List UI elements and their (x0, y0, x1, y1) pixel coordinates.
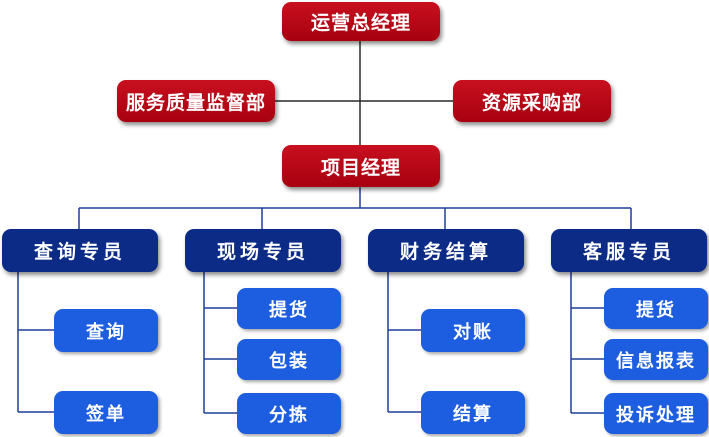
task-node: 投诉处理 (604, 393, 708, 434)
task-node: 分拣 (237, 393, 341, 434)
task-node: 查询 (54, 309, 158, 352)
task-node: 对账 (421, 309, 525, 352)
task-node: 提货 (237, 288, 341, 329)
task-node: 包装 (237, 339, 341, 380)
task-node: 签单 (54, 391, 158, 434)
task-node: 信息报表 (604, 339, 708, 380)
dept-node-onsite: 现场专员 (185, 229, 341, 272)
task-node: 结算 (421, 391, 525, 434)
project-manager-node: 项目经理 (282, 145, 440, 187)
task-node: 提货 (604, 288, 708, 329)
general-manager-node: 运营总经理 (282, 2, 440, 41)
resource-purchase-node: 资源采购部 (453, 80, 611, 122)
dept-node-finance: 财务结算 (368, 229, 524, 272)
dept-node-service: 客服专员 (551, 229, 707, 272)
dept-node-query: 查询专员 (2, 229, 158, 272)
quality-supervision-node: 服务质量监督部 (117, 80, 275, 122)
